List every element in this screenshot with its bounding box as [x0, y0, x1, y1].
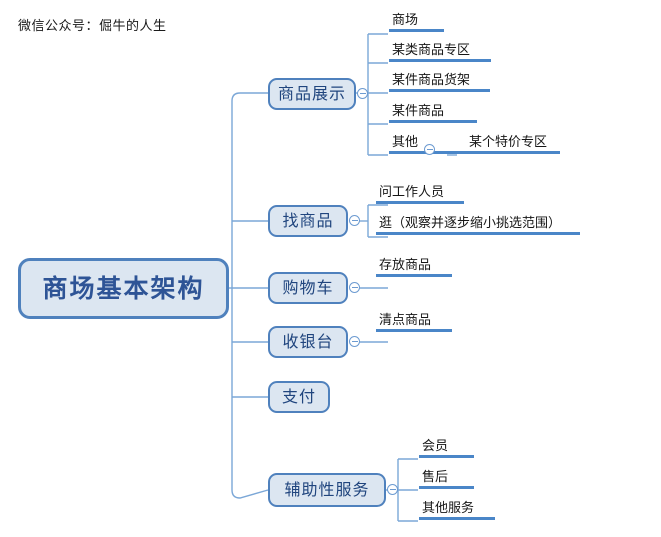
- leaf-label: 某件商品: [392, 104, 445, 119]
- collapse-marker-icon-shopping-cart[interactable]: [349, 282, 360, 293]
- leaf-label: 某类商品专区: [392, 43, 471, 58]
- watermark-text: 微信公众号：倔牛的人生: [18, 19, 167, 34]
- leaf-underline-bar: [376, 232, 580, 235]
- leaf-underline-bar: [466, 151, 549, 154]
- branch-node-find-product[interactable]: 找商品: [268, 205, 348, 237]
- branch-node-product-display[interactable]: 商品展示: [268, 78, 356, 110]
- leaf-label: 售后: [422, 470, 449, 485]
- leaf-item[interactable]: 会员: [419, 439, 474, 458]
- leaf-item[interactable]: 存放商品: [376, 258, 452, 277]
- leaf-underline-bar: [376, 329, 452, 332]
- collapse-marker-icon-product-display[interactable]: [357, 88, 368, 99]
- leaf-label: 清点商品: [379, 313, 432, 328]
- leaf-underline-bar: [389, 89, 490, 92]
- branch-node-payment[interactable]: 支付: [268, 381, 330, 413]
- branch-node-support-services[interactable]: 辅助性服务: [268, 473, 386, 507]
- leaf-label: 其他服务: [422, 501, 475, 516]
- leaf-item[interactable]: 某件商品货架: [389, 73, 490, 92]
- leaf-label: 会员: [422, 439, 449, 454]
- leaf-item[interactable]: 逛（观察并逐步缩小挑选范围）: [376, 216, 580, 235]
- branch-node-label: 商品展示: [277, 84, 346, 103]
- branch-node-label: 辅助性服务: [284, 480, 370, 499]
- leaf-item[interactable]: 问工作人员: [376, 185, 464, 204]
- collapse-marker-icon-support-services[interactable]: [387, 484, 398, 495]
- leaf-label: 其他: [392, 135, 419, 150]
- branch-node-label: 找商品: [282, 211, 334, 230]
- branch-node-label: 支付: [281, 387, 316, 406]
- collapse-marker-icon-other[interactable]: [424, 144, 435, 155]
- leaf-item[interactable]: 商场: [389, 13, 444, 32]
- leaf-underline-bar: [389, 120, 477, 123]
- leaf-item[interactable]: 某件商品: [389, 104, 477, 123]
- leaf-label: 某件商品货架: [392, 73, 471, 88]
- leaf-item-special-zone[interactable]: 某个特价专区: [466, 135, 549, 154]
- leaf-underline-bar: [419, 455, 474, 458]
- leaf-item[interactable]: 清点商品: [376, 313, 452, 332]
- root-node-label: 商场基本架构: [42, 274, 205, 303]
- leaf-item[interactable]: 其他服务: [419, 501, 495, 520]
- leaf-underline-bar: [389, 29, 444, 32]
- leaf-underline-bar: [389, 59, 491, 62]
- leaf-label: 问工作人员: [379, 185, 445, 200]
- branch-node-label: 收银台: [282, 332, 334, 351]
- leaf-item[interactable]: 某类商品专区: [389, 43, 491, 62]
- leaf-label: 商场: [392, 13, 419, 28]
- branch-node-label: 购物车: [282, 278, 334, 297]
- leaf-underline-bar: [376, 274, 452, 277]
- branch-node-checkout-counter[interactable]: 收银台: [268, 326, 348, 358]
- collapse-marker-icon-find-product[interactable]: [349, 215, 360, 226]
- leaf-label: 某个特价专区: [469, 135, 548, 150]
- leaf-label: 逛（观察并逐步缩小挑选范围）: [379, 216, 562, 231]
- leaf-underline-bar: [419, 517, 495, 520]
- leaf-underline-bar: [419, 486, 474, 489]
- branch-node-shopping-cart[interactable]: 购物车: [268, 272, 348, 304]
- leaf-underline-bar: [376, 201, 464, 204]
- collapse-marker-icon-checkout-counter[interactable]: [349, 336, 360, 347]
- root-node[interactable]: 商场基本架构: [18, 258, 229, 319]
- leaf-label: 存放商品: [379, 258, 432, 273]
- leaf-item[interactable]: 售后: [419, 470, 474, 489]
